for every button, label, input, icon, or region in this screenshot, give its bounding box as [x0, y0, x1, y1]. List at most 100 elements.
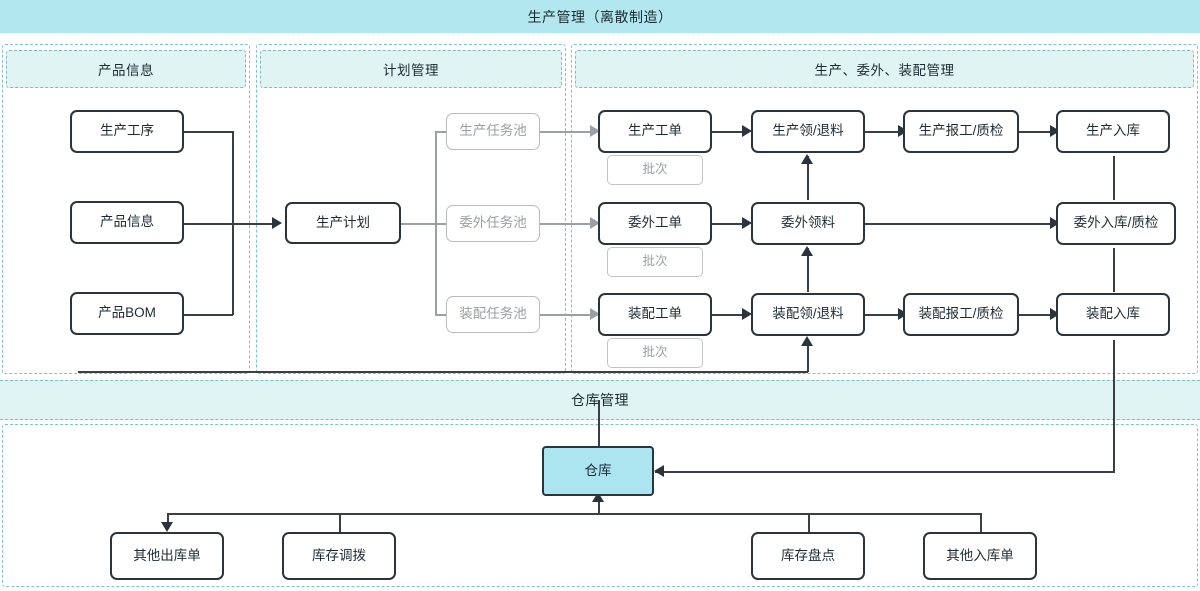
node-label: 生产任务池 — [459, 123, 527, 139]
arrowhead-out-instock — [1050, 217, 1060, 229]
arrowhead-prodorder-in — [590, 125, 600, 137]
node-production-report-qc[interactable]: 生产报工/质检 — [903, 110, 1019, 153]
connector-prodinstock-down — [1113, 156, 1115, 200]
arrowhead-asm-instock — [1050, 308, 1060, 320]
connector-bus-to-otherin — [980, 513, 982, 532]
section-header-plan-management: 计划管理 — [260, 50, 562, 88]
node-outsource-task-pool[interactable]: 委外任务池 — [446, 205, 540, 242]
section-label-warehouse: 仓库管理 — [571, 392, 629, 408]
node-label: 库存调拨 — [312, 547, 366, 563]
arrowhead-warehouse-from-right — [654, 465, 664, 477]
node-label: 库存盘点 — [781, 547, 835, 563]
connector-prodreport-to-instock — [1018, 131, 1052, 133]
group-frame-production-management — [571, 44, 1198, 374]
node-label: 委外入库/质检 — [1073, 215, 1159, 231]
node-label: 生产工序 — [100, 123, 154, 139]
node-assembly-report-qc[interactable]: 装配报工/质检 — [903, 293, 1019, 336]
connector-asmissue-to-outissue — [807, 248, 809, 292]
node-production-instock[interactable]: 生产入库 — [1056, 110, 1170, 153]
section-header-product-info: 产品信息 — [6, 50, 246, 88]
node-outsource-instock-qc[interactable]: 委外入库/质检 — [1056, 202, 1176, 245]
node-label: 生产入库 — [1086, 123, 1140, 139]
connector-plan-out — [400, 223, 436, 225]
node-label: 生产领/退料 — [772, 123, 844, 139]
node-label: 委外领料 — [781, 215, 835, 231]
connector-bom-stub — [183, 314, 233, 316]
connector-productinfo-stub — [183, 223, 233, 225]
node-stock-count[interactable]: 库存盘点 — [751, 532, 865, 580]
node-assembly-task-pool[interactable]: 装配任务池 — [446, 296, 540, 333]
node-label: 产品信息 — [100, 214, 154, 230]
node-outsource-material-issue[interactable]: 委外领料 — [751, 202, 865, 245]
node-label: 装配工单 — [628, 306, 682, 322]
node-product-bom[interactable]: 产品BOM — [70, 292, 184, 335]
node-other-inbound-order[interactable]: 其他入库单 — [923, 532, 1037, 580]
section-label-plan-management: 计划管理 — [383, 63, 439, 78]
node-label: 批次 — [642, 254, 668, 269]
diagram-title-band: 生产管理（离散制造） — [0, 0, 1200, 33]
node-production-plan[interactable]: 生产计划 — [285, 202, 401, 244]
node-label: 装配入库 — [1086, 306, 1140, 322]
node-production-work-order[interactable]: 生产工单 — [598, 110, 712, 153]
node-batch-assembly[interactable]: 批次 — [607, 338, 703, 368]
node-batch-production[interactable]: 批次 — [607, 155, 703, 185]
node-label: 产品BOM — [98, 305, 156, 321]
node-label: 批次 — [642, 162, 668, 177]
section-label-product-info: 产品信息 — [98, 63, 154, 78]
section-header-warehouse: 仓库管理 — [0, 380, 1200, 420]
node-label: 委外任务池 — [459, 215, 527, 231]
node-product-info[interactable]: 产品信息 — [70, 201, 184, 244]
node-assembly-instock[interactable]: 装配入库 — [1056, 293, 1170, 336]
connector-bus-to-transfer — [339, 513, 341, 532]
connector-bus-to-count — [808, 513, 810, 532]
node-label: 批次 — [642, 345, 668, 360]
node-assembly-work-order[interactable]: 装配工单 — [598, 293, 712, 336]
connector-pool-to-asmorder — [539, 314, 593, 316]
node-label: 生产工单 — [628, 123, 682, 139]
connector-band-to-warehouse — [598, 400, 600, 446]
node-batch-outsource[interactable]: 批次 — [607, 247, 703, 277]
connector-prodorder-to-issue — [712, 131, 744, 133]
connector-pool-out — [435, 223, 449, 225]
arrowhead-asmissue-from-warehouse — [801, 336, 813, 346]
arrowhead-prod-issue — [742, 125, 752, 137]
connector-pool-prod — [435, 131, 449, 133]
connector-pool-to-outorder — [539, 223, 593, 225]
node-stock-transfer[interactable]: 库存调拨 — [282, 532, 396, 580]
node-assembly-material-issue[interactable]: 装配领/退料 — [751, 293, 865, 336]
connector-pool-to-prodorder — [539, 131, 593, 133]
connector-asmorder-to-issue — [712, 314, 744, 316]
arrowhead-asmorder-in — [590, 308, 600, 320]
group-frame-warehouse — [2, 424, 1198, 587]
node-production-task-pool[interactable]: 生产任务池 — [446, 113, 540, 150]
node-label: 其他出库单 — [133, 547, 201, 563]
section-label-production-management: 生产、委外、装配管理 — [814, 63, 955, 78]
node-label: 装配报工/质检 — [918, 306, 1004, 322]
connector-outissue-to-instock — [864, 223, 1052, 225]
node-label: 生产计划 — [316, 214, 370, 230]
connector-warehouse-bus-horizontal — [78, 371, 808, 373]
connector-pool-asm — [435, 314, 449, 316]
arrowhead-prodissue-from-below — [801, 154, 813, 164]
arrowhead-product-to-plan — [272, 217, 282, 229]
connector-asmreport-to-instock — [1018, 314, 1052, 316]
group-frame-plan-management — [256, 44, 566, 374]
node-warehouse[interactable]: 仓库 — [542, 446, 654, 496]
connector-outissue-to-prodissue — [807, 156, 809, 200]
node-label: 装配任务池 — [459, 306, 527, 322]
connector-outorder-to-issue — [712, 223, 744, 225]
node-outsource-work-order[interactable]: 委外工单 — [598, 202, 712, 245]
node-other-outbound-order[interactable]: 其他出库单 — [110, 532, 224, 580]
connector-bottom-bus — [167, 513, 981, 515]
node-label: 仓库 — [584, 462, 612, 478]
connector-asmissue-to-report — [864, 314, 900, 316]
arrowhead-out-issue — [742, 217, 752, 229]
page-title: 生产管理（离散制造） — [527, 8, 673, 25]
node-label: 生产报工/质检 — [918, 123, 1004, 139]
arrowhead-warehouse-from-below — [592, 492, 604, 502]
node-production-material-issue[interactable]: 生产领/退料 — [751, 110, 865, 153]
arrowhead-prod-instock — [1050, 125, 1060, 137]
node-production-process[interactable]: 生产工序 — [70, 110, 184, 153]
connector-product-to-plan — [232, 223, 276, 225]
